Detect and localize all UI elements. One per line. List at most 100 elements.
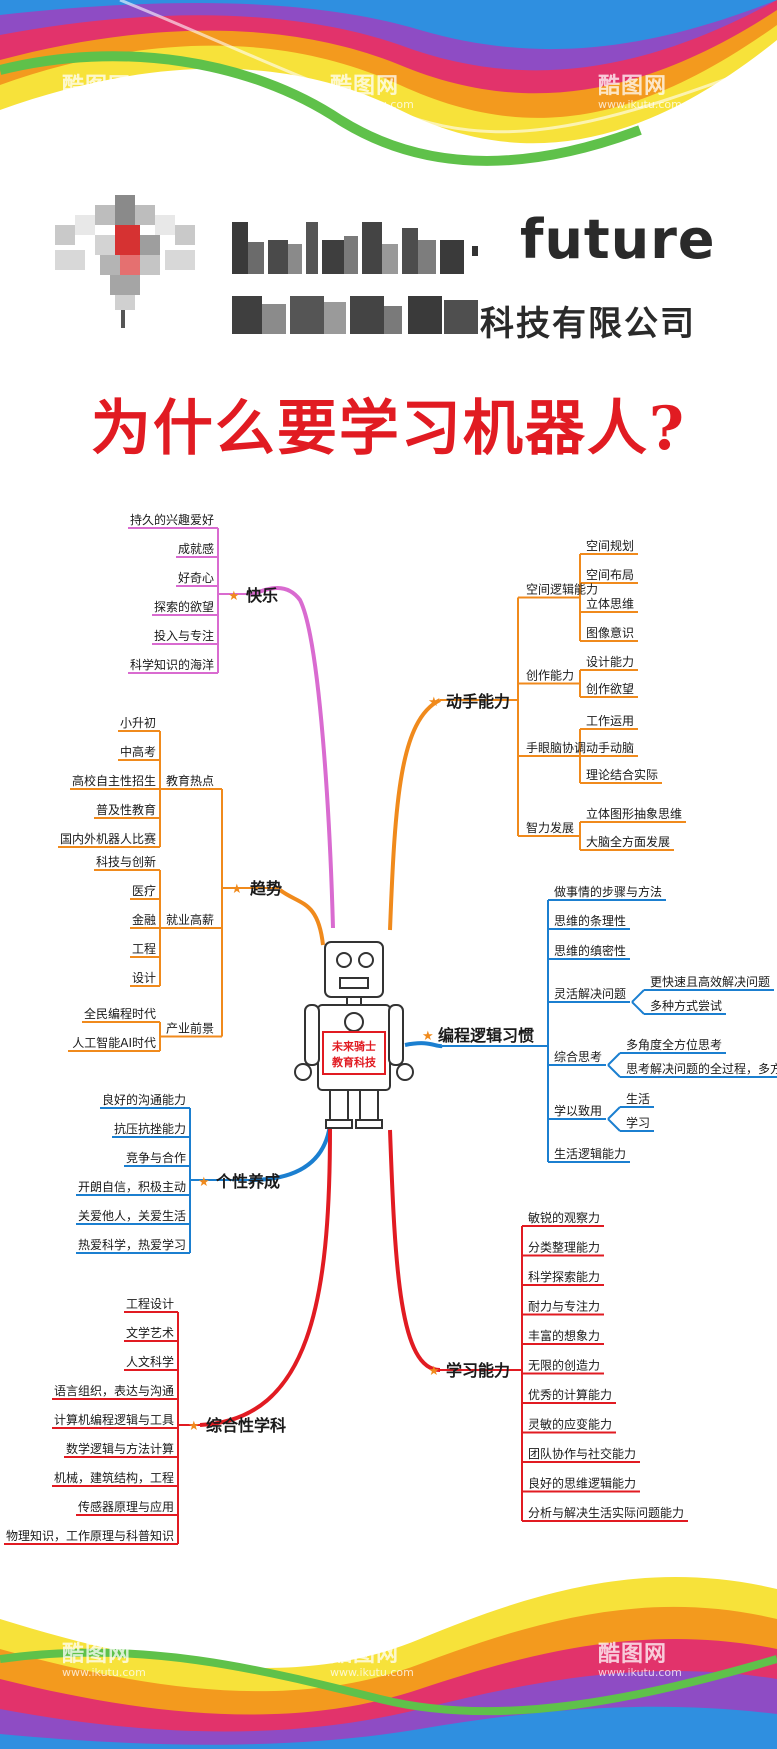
leaf-label: 传感器原理与应用 [78, 1499, 174, 1514]
leaf-label: 立体图形抽象思维 [586, 806, 682, 821]
group-label: 手眼脑协调 [526, 740, 586, 755]
branch-label-programming: 编程逻辑习惯 [438, 1026, 534, 1045]
leaf-label: 工作运用 [586, 714, 634, 728]
leaf-label: 多角度全方位思考 [626, 1037, 722, 1052]
branch-label-learning: 学习能力 [446, 1361, 510, 1380]
branch-label-hands: 动手能力 [446, 692, 510, 711]
page-title: 为什么要学习机器人? [90, 394, 687, 464]
item-label: 学以致用 [554, 1103, 602, 1118]
branch-line-subjects [199, 1127, 332, 1427]
star-icon: ★ [228, 589, 240, 604]
leaf-label: 物理知识，工作原理与科普知识 [6, 1529, 174, 1543]
branch-label-trend: 趋势 [250, 879, 282, 898]
robot-badge-line1: 未来骑士 [331, 1039, 376, 1053]
group-label: 就业高薪 [166, 912, 214, 927]
leaf-label: 成就感 [178, 541, 214, 556]
leaf-label: 高校自主性招生 [72, 773, 156, 788]
item-label: 思维的条理性 [554, 913, 626, 928]
group-label: 空间逻辑能力 [526, 583, 598, 597]
leaf-label: 人工智能AI时代 [72, 1035, 156, 1050]
group-label: 产业前景 [166, 1021, 214, 1036]
leaf-label: 设计能力 [586, 655, 634, 669]
branch-line-programming [404, 1041, 443, 1049]
leaf-label: 小升初 [120, 716, 156, 730]
leaf-label: 科技与创新 [96, 854, 156, 869]
leaf-label: 分析与解决生活实际问题能力 [528, 1505, 684, 1520]
branch-learning: 敏锐的观察力分类整理能力科学探索能力耐力与专注力丰富的想象力无限的创造力优秀的计… [428, 1210, 688, 1522]
item-label: 思维的缜密性 [554, 943, 626, 958]
group-label: 教育热点 [166, 773, 214, 788]
leaf-label: 科学知识的海洋 [130, 657, 214, 672]
leaf-label: 良好的沟通能力 [102, 1092, 186, 1107]
star-icon: ★ [188, 1419, 200, 1434]
star-icon: ★ [428, 695, 440, 710]
item-label: 综合思考 [554, 1049, 602, 1064]
leaf-label: 设计 [132, 971, 156, 985]
leaf-label: 良好的思维逻辑能力 [528, 1476, 636, 1491]
leaf-label: 丰富的想象力 [528, 1328, 600, 1343]
branch-line-trend [278, 888, 325, 946]
leaf-label: 优秀的计算能力 [528, 1387, 612, 1402]
leaf-label: 金融 [132, 912, 156, 927]
top-rainbow-wave [0, 0, 777, 166]
star-icon: ★ [198, 1175, 210, 1190]
leaf-label: 学习 [626, 1115, 650, 1130]
leaf-label: 空间布局 [586, 568, 634, 582]
bottom-rainbow-wave [0, 1577, 777, 1749]
leaf-label: 工程 [132, 941, 156, 956]
leaf-label: 全民编程时代 [84, 1006, 156, 1021]
leaf-label: 工程设计 [126, 1296, 174, 1311]
branch-label-happy: 快乐 [246, 586, 278, 605]
leaf-label: 无限的创造力 [528, 1358, 600, 1373]
company-name-pixelated [232, 296, 478, 334]
company-suffix: 科技有限公司 [480, 304, 696, 344]
branch-line-personality [249, 1124, 332, 1182]
leaf-label: 生活 [626, 1092, 650, 1106]
leaf-label: 动手动脑 [586, 741, 634, 755]
branch-line-hands [388, 698, 441, 931]
leaf-label: 计算机编程逻辑与工具 [54, 1412, 174, 1427]
star-icon: ★ [428, 1364, 440, 1379]
leaf-label: 人文科学 [126, 1354, 174, 1369]
leaf-label: 大脑全方面发展 [586, 834, 670, 849]
leaf-label: 探索的欲望 [154, 599, 214, 614]
group-label: 智力发展 [526, 820, 574, 835]
branch-subjects: 工程设计文学艺术人文科学语言组织，表达与沟通计算机编程逻辑与工具数学逻辑与方法计… [4, 1296, 286, 1545]
leaf-label: 图像意识 [586, 625, 634, 640]
leaf-label: 好奇心 [178, 571, 214, 585]
leaf-label: 科学探索能力 [528, 1269, 600, 1284]
leaf-label: 机械，建筑结构，工程 [54, 1470, 174, 1485]
branch-line-happy [249, 586, 335, 929]
brand-name-pixelated [232, 222, 478, 274]
leaf-label: 热爱科学，热爱学习 [78, 1237, 186, 1252]
leaf-label: 灵敏的应变能力 [528, 1417, 612, 1432]
leaf-label: 理论结合实际 [586, 767, 658, 782]
robot-illustration [294, 941, 414, 1129]
leaf-label: 持久的兴趣爱好 [130, 512, 214, 527]
leaf-label: 多种方式尝试 [650, 998, 722, 1013]
leaf-label: 抗压抗挫能力 [114, 1121, 186, 1136]
branch-line-learning [388, 1129, 441, 1372]
branch-trend: 小升初中高考高校自主性招生普及性教育国内外机器人比赛教育热点科技与创新医疗金融工… [58, 716, 282, 1052]
leaf-label: 关爱他人，关爱生活 [78, 1209, 186, 1223]
branch-label-subjects: 综合性学科 [206, 1416, 286, 1435]
leaf-label: 语言组织，表达与沟通 [54, 1384, 174, 1398]
leaf-label: 敏锐的观察力 [528, 1210, 600, 1225]
leaf-label: 普及性教育 [96, 802, 156, 817]
company-logo [55, 195, 195, 328]
leaf-label: 立体思维 [586, 596, 634, 611]
branch-label-personality: 个性养成 [215, 1172, 280, 1191]
leaf-label: 团队协作与社交能力 [528, 1446, 636, 1461]
star-icon: ★ [422, 1029, 434, 1044]
item-label: 生活逻辑能力 [554, 1147, 626, 1161]
leaf-label: 数学逻辑与方法计算 [66, 1441, 174, 1456]
branch-personality: 良好的沟通能力抗压抗挫能力竞争与合作开朗自信，积极主动关爱他人，关爱生活热爱科学… [76, 1092, 280, 1254]
leaf-label: 投入与专注 [154, 628, 214, 643]
leaf-label: 创作欲望 [586, 682, 634, 696]
leaf-label: 竞争与合作 [126, 1150, 186, 1165]
